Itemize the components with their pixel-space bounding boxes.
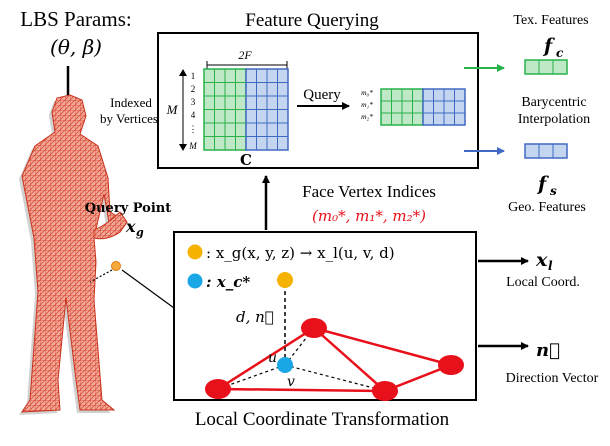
m1-label: m₁*: [361, 100, 373, 109]
legend-xg-transform: : x_g(x, y, z) → x_l(u, v, d): [206, 244, 395, 262]
query-point-subscript: g: [136, 226, 144, 239]
queried-features-matrix: [380, 88, 466, 126]
geo-features-label: Geo. Features: [508, 200, 586, 215]
matrix-row-labels: 1 2 3 4 ⋮ M: [188, 71, 197, 151]
query-point-label: Query Point: [85, 201, 171, 216]
geo-features-symbol: f: [536, 173, 549, 195]
m2-label: m₂*: [361, 112, 373, 121]
barycentric-line1: Barycentric: [521, 95, 586, 110]
row-label-2: 2: [191, 84, 196, 94]
lbs-params-title: LBS Params:: [20, 7, 131, 31]
indexed-by-vertices-line1: Indexed: [110, 95, 152, 110]
m0-label: m₀*: [361, 88, 373, 97]
row-label-dots: ⋮: [189, 124, 198, 134]
local-coord-label: Local Coord.: [506, 275, 580, 290]
query-label: Query: [303, 87, 341, 103]
row-label-3: 3: [191, 97, 196, 107]
legend-cyan-dot: [187, 273, 203, 289]
geo-features-subscript: s: [550, 184, 557, 198]
face-vertex-indices-tuple: (m₀*, m₁*, m₂*): [312, 207, 426, 225]
local-coordinate-title: Local Coordinate Transformation: [195, 409, 450, 430]
row-label-m: M: [188, 141, 197, 151]
v-label: v: [287, 374, 295, 390]
local-coord-symbol: x: [535, 249, 548, 271]
matrix-c: [203, 68, 289, 151]
row-label-1: 1: [191, 71, 196, 81]
d-n-label: d, n⃗: [236, 308, 274, 326]
legend-xc-label: : x_c*: [206, 273, 250, 291]
local-coordinate-panel: [173, 231, 477, 401]
geo-feature-vector: [524, 143, 568, 159]
face-vertex-indices-label: Face Vertex Indices: [302, 182, 436, 201]
feature-querying-title: Feature Querying: [245, 10, 379, 31]
tex-feature-vector: [524, 59, 568, 75]
indexed-by-vertices-line2: by Vertices: [100, 111, 158, 126]
human-body-mesh: [19, 94, 128, 415]
direction-vector-label: Direction Vector: [506, 371, 599, 386]
projected-point-cyan: [277, 357, 293, 373]
barycentric-line2: Interpolation: [518, 112, 590, 127]
query-point-orange: [277, 272, 293, 288]
matrix-c-label: C: [240, 151, 252, 169]
local-coord-subscript: l: [548, 259, 553, 273]
query-point-connector: [121, 269, 175, 309]
selected-row-labels: m₀* m₁* m₂*: [361, 88, 373, 121]
tex-features-subscript: c: [556, 46, 564, 60]
tex-features-symbol: f: [542, 35, 555, 57]
direction-vector-symbol: n⃗: [536, 340, 560, 361]
lbs-params-values: (θ, β): [50, 35, 102, 59]
row-label-4: 4: [191, 110, 196, 120]
query-point-symbol: x: [125, 217, 136, 236]
query-point-dot: [111, 261, 121, 271]
u-label: u: [268, 350, 277, 366]
width-2f-label: 2F: [238, 48, 252, 62]
height-m-label: M: [166, 102, 179, 117]
query-point-dashed-line: [89, 269, 113, 283]
legend-orange-dot: [187, 244, 203, 260]
tex-features-label: Tex. Features: [513, 13, 588, 28]
